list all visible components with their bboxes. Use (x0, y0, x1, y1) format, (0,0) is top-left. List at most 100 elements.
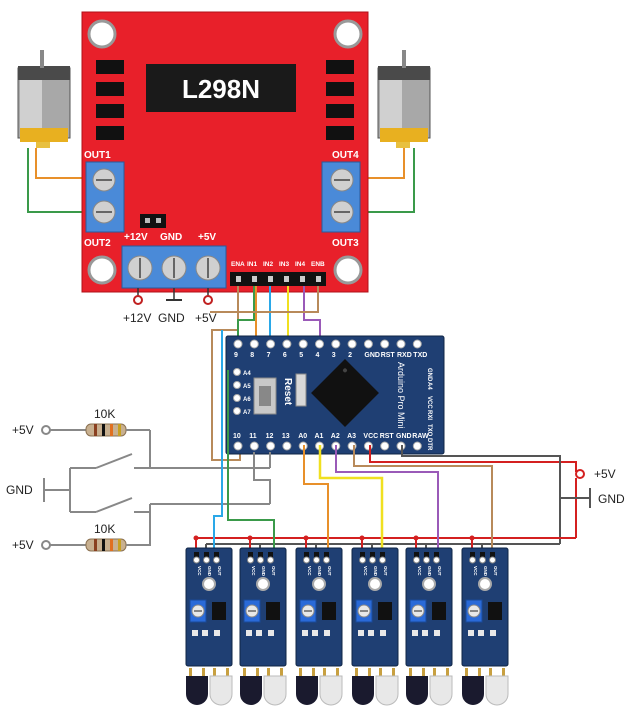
arduino-top-pin (266, 339, 276, 349)
arduino-name: Arduino Pro Mini (396, 362, 406, 429)
switch-gnd-label: GND (6, 483, 33, 497)
arduino-top-pin (315, 339, 324, 349)
right-power-rail: +5V GND (369, 445, 625, 544)
arduino-top-pin (233, 339, 243, 349)
arduino-top-pin-label: 4 (316, 352, 320, 359)
rail-junction (413, 535, 419, 541)
arduino-top-pin-label: 2 (348, 352, 352, 359)
mount-hole (333, 255, 363, 285)
right-gnd-label: GND (598, 492, 625, 506)
arduino-top-pin-label: 7 (267, 352, 271, 359)
arduino-top-pin-label: 8 (250, 352, 254, 359)
arduino-top-pin-label: 5 (299, 352, 303, 359)
driver-pin-label: ENA (231, 261, 245, 268)
ir-receiver-led (462, 676, 484, 705)
control-pin-header (230, 272, 326, 286)
driver-header-pin (316, 276, 321, 282)
ir-receiver-led (296, 676, 318, 705)
arduino-bottom-pin-label: A0 (298, 433, 307, 440)
arduino-top-pin (331, 339, 341, 349)
mount-hole (478, 577, 492, 591)
sensor-pin-label: VCC (307, 566, 312, 576)
arduino-bottom-pin (412, 441, 422, 451)
arduino-top-pin (298, 339, 308, 349)
board-5v-label: +5V (198, 232, 216, 243)
arduino-bottom-pin (282, 441, 292, 451)
terminal-5v-label: +5V (195, 311, 217, 325)
comparator-chip (378, 602, 392, 620)
driver-arduino-wires (210, 286, 321, 461)
arduino-bottom-pin (266, 441, 276, 451)
driver-pin-label: ENB (311, 261, 325, 268)
l298n-board: L298N OUT1 OUT2 OUT4 OUT3 +12V GND +5V (81, 11, 369, 293)
terminal-12v-label: +12V (123, 311, 151, 325)
board-12v-label: +12V (124, 232, 148, 243)
5v-jumper (140, 214, 166, 228)
arduino-bottom-pin-label: A3 (347, 433, 356, 440)
arduino-bottom-pin-label: 11 (249, 433, 257, 440)
ir-receiver-led (240, 676, 262, 705)
arduino-top-pin-label: 3 (332, 352, 336, 359)
right-motor-wire-green (360, 148, 415, 213)
bottom-switch (95, 497, 133, 513)
right-motor-wire-orange (360, 148, 405, 179)
rail-junction (247, 535, 253, 541)
sensor-pin-label: GND (317, 566, 322, 577)
arduino-top-pin (396, 339, 406, 349)
driver-pin-label: IN2 (263, 261, 274, 268)
arduino-bottom-pin-label: RAW (412, 433, 429, 440)
ir-emitter-led (209, 675, 233, 706)
arduino-top-pin-label: RST (381, 352, 396, 359)
ir-emitter-led (263, 675, 287, 706)
rail-junction (469, 535, 475, 541)
left-motor-wire-orange (35, 148, 86, 179)
sensor-pin-label: VCC (417, 566, 422, 576)
l298n-chip (146, 64, 296, 112)
ir-receiver-led (352, 676, 374, 705)
left-motor-wire-green (27, 148, 86, 213)
mount-hole (87, 19, 117, 49)
sensor-signal-wires (213, 330, 493, 560)
arduino-bottom-pin-label: 10 (233, 433, 241, 440)
mount-hole (368, 577, 382, 591)
driver-pin-label: IN3 (279, 261, 290, 268)
arduino-bottom-pin (363, 441, 373, 451)
arduino-bottom-pin (233, 441, 243, 451)
ir-emitter-led (319, 675, 343, 706)
arduino-side-pin-label: A6 (243, 397, 251, 403)
arduino-side-pin (233, 394, 241, 402)
sensor-pin-label: OUT (327, 566, 332, 576)
arduino-top-pin-label: 9 (234, 352, 238, 359)
sensor-pin-label: GND (373, 566, 378, 577)
arduino-right-label: DTR (426, 438, 432, 451)
arduino-side-pin-label: A7 (243, 410, 251, 416)
rail-junction (359, 535, 365, 541)
arduino-side-pin (233, 407, 241, 415)
arduino-top-pin (412, 339, 422, 349)
sensor-pin-label: GND (261, 566, 266, 577)
arduino-bottom-pin (249, 441, 259, 451)
arduino-bottom-pin-label: A2 (331, 433, 340, 440)
switch-bottom-vcc-label: +5V (12, 538, 34, 552)
comparator-chip (322, 602, 336, 620)
rail-junction (193, 535, 199, 541)
top-resistor-label: 10K (94, 407, 115, 421)
comparator-chip (432, 602, 446, 620)
right-5v-label: +5V (594, 467, 616, 481)
arduino-bottom-pin-label: 12 (266, 433, 274, 440)
sensor-pin-label: OUT (383, 566, 388, 576)
sensor-pin-label: VCC (363, 566, 368, 576)
out4-label: OUT4 (332, 150, 359, 161)
arduino-right-label: GND (426, 368, 432, 382)
comparator-chip (212, 602, 226, 620)
driver-header-pin (236, 276, 241, 282)
arduino-right-label: A4 (426, 382, 432, 390)
comparator-chip (266, 602, 280, 620)
